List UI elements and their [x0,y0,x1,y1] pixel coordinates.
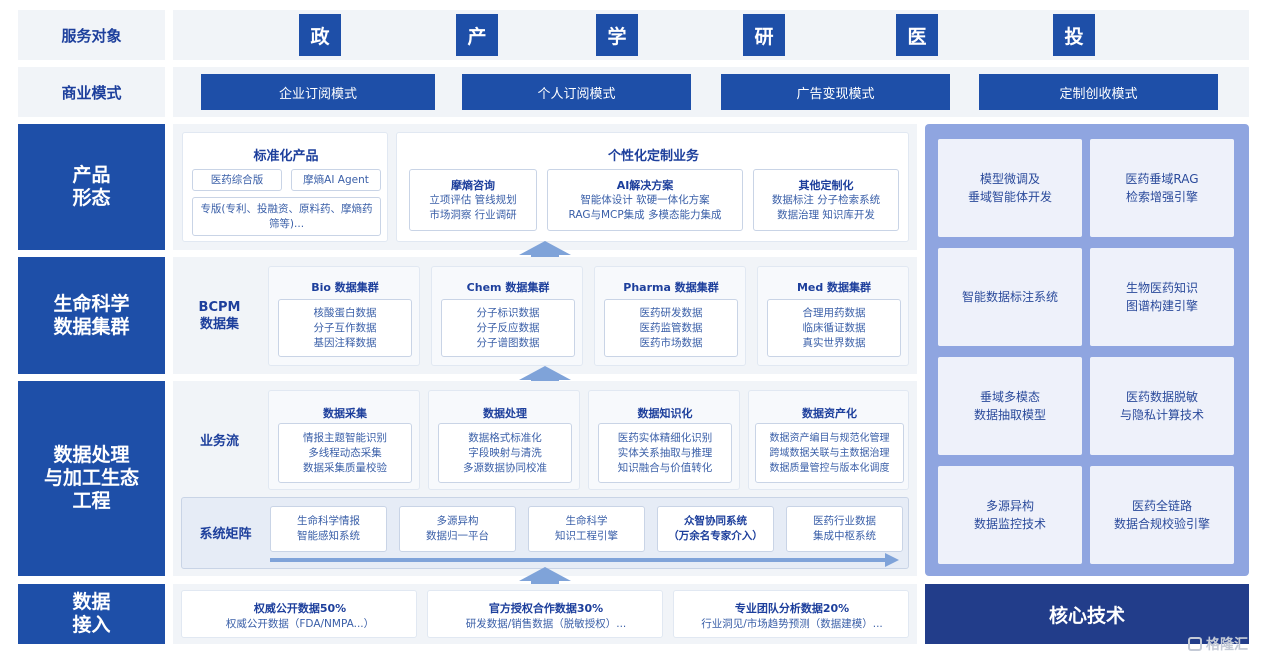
cluster-bio-text: 核酸蛋白数据 分子互作数据 基因注释数据 [278,299,412,357]
core-item-compliance: 医药全链路 数据合规校验引擎 [1090,466,1234,564]
access-source-team-text: 行业洞见/市场趋势预测（数据建模）... [701,618,883,630]
core-item-rag: 医药垂域RAG 检索增强引擎 [1090,139,1234,237]
service-item-gov: 政 [299,14,341,56]
life-row-label: 生命科学 数据集群 [18,257,165,374]
service-row-label: 服务对象 [18,10,165,60]
matrix-intelligence-system: 生命科学情报 智能感知系统 [270,506,387,552]
standard-product-title: 标准化产品 [253,149,319,164]
matrix-knowledge-engine: 生命科学 知识工程引擎 [528,506,645,552]
cluster-bio-title: Bio 数据集群 [311,281,379,294]
custom-group-consulting-title: 摩熵咨询 [451,178,495,192]
service-item-academia: 学 [596,14,638,56]
product-row: 标准化产品 医药综合版 摩熵AI Agent 专版(专利、投融资、原料药、摩熵药… [173,124,917,250]
cluster-med-title: Med 数据集群 [796,281,872,294]
core-item-privacy: 医药数据脱敏 与隐私计算技术 [1090,357,1234,455]
custom-group-ai-text: 智能体设计 软硬一体化方案 RAG与MCP集成 多模态能力集成 [568,193,722,221]
business-row: 企业订阅模式 个人订阅模式 广告变现模式 定制创收模式 [173,67,1249,117]
matrix-collaboration-system: 众智协同系统 （万余名专家介入） [657,506,774,552]
access-source-team: 专业团队分析数据20% 行业洞见/市场趋势预测（数据建模）... [673,590,909,638]
arrow-right-icon [885,553,899,567]
flow-assetization-text: 数据资产编目与规范化管理 跨域数据关联与主数据治理 数据质量管控与版本化调度 [755,423,904,483]
business-advertising: 广告变现模式 [721,74,950,110]
core-item-knowledge-graph: 生物医药知识 图谱构建引擎 [1090,248,1234,346]
flow-assetization: 数据资产化 数据资产编目与规范化管理 跨域数据关联与主数据治理 数据质量管控与版… [748,390,909,490]
cluster-chem: Chem 数据集群 分子标识数据 分子反应数据 分子谱图数据 [431,266,583,366]
flow-assetization-title: 数据资产化 [802,407,857,420]
custom-group-other-text: 数据标注 分子检索系统 数据治理 知识库开发 [771,193,881,221]
cluster-pharma-title: Pharma 数据集群 [623,281,719,294]
cluster-bio: Bio 数据集群 核酸蛋白数据 分子互作数据 基因注释数据 [268,266,420,366]
access-source-authorized-title: 官方授权合作数据30% [488,602,604,615]
access-source-public: 权威公开数据50% 权威公开数据（FDA/NMPA...） [181,590,417,638]
cluster-med: Med 数据集群 合理用药数据 临床循证数据 真实世界数据 [757,266,909,366]
service-item-research: 研 [743,14,785,56]
service-item-industry: 产 [456,14,498,56]
flow-knowledge: 数据知识化 医药实体精细化识别 实体关系抽取与推理 知识融合与价值转化 [588,390,740,490]
system-matrix-label: 系统矩阵 [199,527,252,542]
access-source-team-title: 专业团队分析数据20% [734,602,850,615]
business-custom: 定制创收模式 [979,74,1218,110]
life-row: BCPM 数据集 Bio 数据集群 核酸蛋白数据 分子互作数据 基因注释数据 C… [173,257,917,374]
custom-group-consulting: 摩熵咨询 立项评估 管线规划 市场洞察 行业调研 [409,169,537,231]
processing-row: 业务流 数据采集 情报主题智能识别 多线程动态采集 数据采集质量校验 数据处理 … [173,381,917,576]
access-row: 权威公开数据50% 权威公开数据（FDA/NMPA...） 官方授权合作数据30… [173,584,917,644]
service-row: 政 产 学 研 医 投 [173,10,1249,60]
flow-collection-title: 数据采集 [323,407,367,420]
watermark-text: 格隆汇 [1206,637,1248,653]
core-item-multimodal: 垂域多模态 数据抽取模型 [938,357,1082,455]
core-tech-panel: 模型微调及 垂域智能体开发 医药垂域RAG 检索增强引擎 智能数据标注系统 生物… [925,124,1249,576]
product-row-label: 产品 形态 [18,124,165,250]
access-source-public-text: 权威公开数据（FDA/NMPA...） [225,618,375,630]
core-item-annotation: 智能数据标注系统 [938,248,1082,346]
service-item-medical: 医 [896,14,938,56]
custom-business-title: 个性化定制业务 [607,149,699,164]
flow-collection: 数据采集 情报主题智能识别 多线程动态采集 数据采集质量校验 [268,390,420,490]
cluster-pharma: Pharma 数据集群 医药研发数据 医药监管数据 医药市场数据 [594,266,746,366]
access-source-public-title: 权威公开数据50% [253,602,347,615]
matrix-integration-hub: 医药行业数据 集成中枢系统 [786,506,903,552]
business-personal-subscription: 个人订阅模式 [462,74,691,110]
custom-group-ai-title: AI解决方案 [616,178,674,192]
cluster-med-text: 合理用药数据 临床循证数据 真实世界数据 [767,299,901,357]
custom-business-panel: 个性化定制业务 摩熵咨询 立项评估 管线规划 市场洞察 行业调研 AI解决方案 … [396,132,909,242]
flow-processing-text: 数据格式标准化 字段映射与清洗 多源数据协同校准 [438,423,572,483]
business-enterprise-subscription: 企业订阅模式 [201,74,435,110]
flow-processing: 数据处理 数据格式标准化 字段映射与清洗 多源数据协同校准 [428,390,580,490]
flow-collection-text: 情报主题智能识别 多线程动态采集 数据采集质量校验 [278,423,412,483]
watermark-logo-icon [1188,637,1202,651]
standard-special-editions: 专版(专利、投融资、原料药、摩熵药 筛等)... [192,197,381,236]
access-source-authorized-text: 研发数据/销售数据（脱敏授权）... [465,618,627,630]
processing-row-label: 数据处理 与加工生态 工程 [18,381,165,576]
watermark: 格隆汇 [1188,633,1263,655]
core-item-monitoring: 多源异构 数据监控技术 [938,466,1082,564]
core-tech-label: 核心技术 [925,584,1249,644]
access-source-authorized: 官方授权合作数据30% 研发数据/销售数据（脱敏授权）... [427,590,663,638]
cluster-pharma-text: 医药研发数据 医药监管数据 医药市场数据 [604,299,738,357]
business-flow-label: 业务流 [199,434,239,449]
service-item-investment: 投 [1053,14,1095,56]
standard-product-panel: 标准化产品 医药综合版 摩熵AI Agent 专版(专利、投融资、原料药、摩熵药… [182,132,388,242]
core-item-finetune: 模型微调及 垂域智能体开发 [938,139,1082,237]
standard-tag-agent: 摩熵AI Agent [291,169,381,191]
access-row-label: 数据 接入 [18,584,165,644]
system-matrix: 系统矩阵 生命科学情报 智能感知系统 多源异构 数据归一平台 生命科学 知识工程… [181,497,909,569]
cluster-chem-text: 分子标识数据 分子反应数据 分子谱图数据 [441,299,575,357]
custom-group-consulting-text: 立项评估 管线规划 市场洞察 行业调研 [429,193,517,221]
standard-tag-pharma: 医药综合版 [192,169,282,191]
flow-knowledge-text: 医药实体精细化识别 实体关系抽取与推理 知识融合与价值转化 [598,423,732,483]
matrix-unification-platform: 多源异构 数据归一平台 [399,506,516,552]
flow-knowledge-title: 数据知识化 [637,407,693,420]
arrow-right-line [270,558,886,562]
bcpm-label: BCPM 数据集 [198,300,241,332]
cluster-chem-title: Chem 数据集群 [466,281,550,294]
custom-group-other: 其他定制化 数据标注 分子检索系统 数据治理 知识库开发 [753,169,899,231]
flow-processing-title: 数据处理 [483,407,527,420]
business-row-label: 商业模式 [18,67,165,117]
custom-group-other-title: 其他定制化 [798,178,854,192]
custom-group-ai: AI解决方案 智能体设计 软硬一体化方案 RAG与MCP集成 多模态能力集成 [547,169,743,231]
